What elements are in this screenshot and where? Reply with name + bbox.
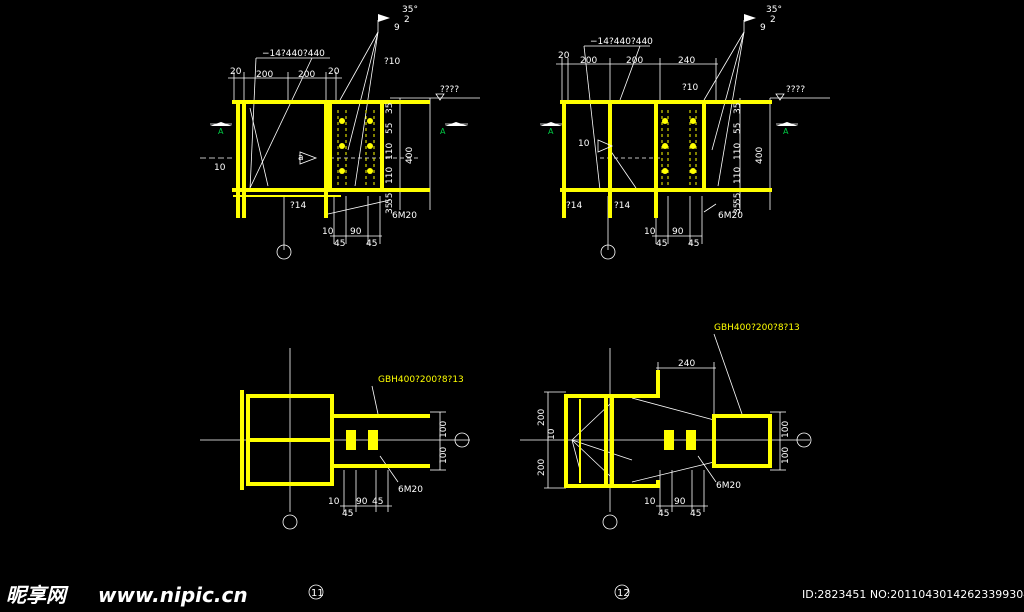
beam-spec: GBH400?200?8?13: [714, 323, 800, 333]
detail-label: 11: [311, 588, 324, 599]
bolt-spec: 6M20: [716, 481, 741, 491]
weld-flag-num: 9: [394, 23, 400, 33]
dim-top-2: 200: [298, 70, 315, 80]
bottom-dim-3: 45: [688, 239, 699, 249]
dim-top-0: 20: [558, 51, 570, 61]
vdim-5: 35: [385, 203, 395, 214]
angle-label: 35°: [766, 5, 782, 15]
bottom-dim-0: 10: [328, 497, 340, 507]
bottom-dim-3: 45: [372, 497, 383, 507]
weld-flag-num2: 2: [770, 15, 776, 25]
beam-spec: GBH400?200?8?13: [378, 375, 464, 385]
vdim-5: 35: [733, 203, 743, 214]
detail-label: 12: [617, 588, 630, 599]
right-dim-0: 100: [439, 421, 449, 438]
image-id: ID:2823451 NO:20110430142623399304: [802, 588, 1024, 601]
dim-top-1: 200: [256, 70, 273, 80]
weld-size: 10: [214, 163, 226, 173]
bottom-label-1: ?14: [614, 201, 631, 211]
vdim-1: 55: [733, 123, 743, 134]
vdim-3: 110: [733, 167, 743, 184]
vdim-4: 55: [385, 193, 395, 204]
bolt-spec: 6M20: [392, 211, 417, 221]
dim-top-2: 200: [626, 56, 643, 66]
bottom-dim-1: 90: [672, 227, 684, 237]
top-dim: 240: [678, 359, 695, 369]
level-label: ????: [786, 85, 805, 95]
detail-12-elevation: −14?440?440 20 200 200 240 ?10 ???? A A …: [540, 5, 830, 260]
overall-height: 400: [755, 147, 765, 164]
right-dim-1: 100: [439, 447, 449, 464]
bottom-dim-2: 45: [656, 239, 667, 249]
bottom-dim-0: 10: [644, 227, 656, 237]
bottom-dim-3: 45: [690, 509, 701, 519]
bolt-spec: 6M20: [398, 485, 423, 495]
left-dim-0: 200: [537, 409, 547, 426]
hole-dia: ?10: [384, 57, 401, 67]
plan-11: GBH400?200?8?13 100 100 6M20 10 90 45 45…: [200, 348, 470, 600]
bottom-dim-3: 45: [366, 239, 377, 249]
vdim-0: 35: [385, 103, 395, 114]
dim-top-3: 20: [328, 67, 340, 77]
right-dim-0: 100: [781, 421, 791, 438]
vdim-1: 55: [385, 123, 395, 134]
bottom-dim-1: 90: [350, 227, 362, 237]
level-label: ????: [440, 85, 459, 95]
bottom-dim-0: 10: [322, 227, 334, 237]
bottom-dim-2: 45: [658, 509, 669, 519]
vdim-2: 110: [385, 143, 395, 160]
vdim-4: 55: [733, 193, 743, 204]
overall-height: 400: [405, 147, 415, 164]
plan-12: GBH400?200?8?13 240 200 200 10 100 100 6…: [520, 323, 812, 600]
detail-11-elevation: −14?440?440 20 200 200 20 ?10 ???? A A 1…: [200, 5, 480, 260]
dim-top-0: 20: [230, 67, 242, 77]
dim-top-1: 200: [580, 56, 597, 66]
vdim-0: 35: [733, 103, 743, 114]
watermark-site-cn: 昵享网: [6, 583, 69, 607]
weld-flag-num2: 2: [404, 15, 410, 25]
bottom-label-0: ?14: [566, 201, 583, 211]
left-dim-2: 10: [547, 428, 557, 440]
right-dim-1: 100: [781, 447, 791, 464]
section-mark-left: A: [548, 127, 554, 136]
plate-spec: −14?440?440: [590, 37, 653, 47]
dim-top-3: 240: [678, 56, 695, 66]
angle-label: 35°: [402, 5, 418, 15]
bolt-spec: 6M20: [718, 211, 743, 221]
weld-flag-num: 9: [760, 23, 766, 33]
hole-dia: ?10: [682, 83, 699, 93]
vdim-2: 110: [733, 143, 743, 160]
section-mark-right: A: [783, 127, 789, 136]
bottom-dim-1: 90: [356, 497, 368, 507]
section-mark-right: A: [440, 127, 446, 136]
section-mark-left: A: [218, 127, 224, 136]
watermark-site-url: www.nipic.cn: [98, 583, 248, 607]
weld-mark: a: [298, 153, 304, 163]
bottom-label: ?14: [290, 201, 307, 211]
left-dim-1: 200: [537, 459, 547, 476]
weld-size: 10: [578, 139, 590, 149]
vdim-3: 110: [385, 167, 395, 184]
bottom-dim-0: 10: [644, 497, 656, 507]
watermark: 昵享网 www.nipic.cn: [6, 583, 248, 607]
bottom-dim-2: 45: [334, 239, 345, 249]
plate-spec: −14?440?440: [262, 49, 325, 59]
bottom-dim-2: 45: [342, 509, 353, 519]
bottom-dim-1: 90: [674, 497, 686, 507]
